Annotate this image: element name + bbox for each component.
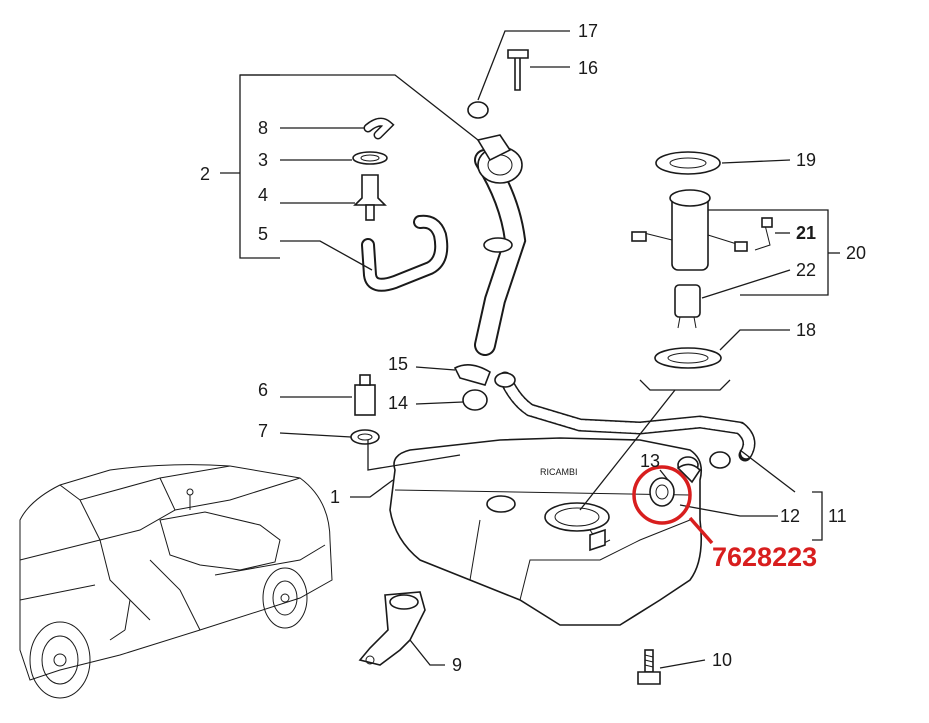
callout-5: 5 <box>258 224 268 244</box>
callout-14: 14 <box>388 393 408 413</box>
bolt-10 <box>637 649 661 685</box>
watermark-text: RICAMBI <box>540 467 578 477</box>
clamp-part-12 <box>649 463 702 507</box>
callout-19: 19 <box>796 150 816 170</box>
callout-18: 18 <box>796 320 816 340</box>
callout-20: 20 <box>846 243 866 263</box>
filler-pipe <box>467 49 529 356</box>
callout-labels: 17 16 8 3 2 4 5 19 21 20 22 18 15 6 14 7… <box>200 21 866 675</box>
callout-9: 9 <box>452 655 462 675</box>
callout-17: 17 <box>578 21 598 41</box>
callout-11: 11 <box>828 506 847 526</box>
callout-4: 4 <box>258 185 268 205</box>
callout-22: 22 <box>796 260 816 280</box>
fuel-pump-group <box>631 151 773 369</box>
callout-2: 2 <box>200 164 210 184</box>
tank-bracket <box>358 591 426 666</box>
callout-1: 1 <box>330 487 340 507</box>
vent-valve-group <box>352 117 449 292</box>
leader-lines <box>220 30 840 669</box>
valve-parts <box>350 364 491 445</box>
callout-13: 13 <box>640 451 660 471</box>
fuel-tank <box>389 437 703 626</box>
callout-8: 8 <box>258 118 268 138</box>
highlight-marker <box>632 465 714 545</box>
callout-15: 15 <box>388 354 408 374</box>
callout-7: 7 <box>258 421 268 441</box>
highlighted-part-number: 7628223 <box>712 542 817 572</box>
callout-6: 6 <box>258 380 268 400</box>
car-illustration <box>19 464 333 699</box>
callout-12: 12 <box>780 506 800 526</box>
callout-21: 21 <box>796 223 816 243</box>
callout-16: 16 <box>578 58 598 78</box>
callout-3: 3 <box>258 150 268 170</box>
callout-10: 10 <box>712 650 732 670</box>
